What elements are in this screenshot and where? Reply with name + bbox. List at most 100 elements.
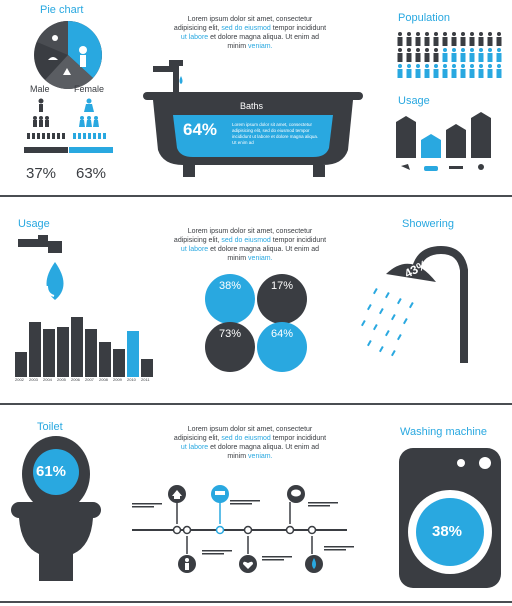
sink-icon <box>449 166 463 169</box>
washing-machine-percentage: 38% <box>432 523 463 540</box>
bathtub-illustration <box>143 60 363 177</box>
bath-icon <box>424 166 438 171</box>
bulb-icon <box>478 164 484 170</box>
year-label: 2005 <box>57 377 66 382</box>
person-icon <box>460 32 466 46</box>
water-drop-icon <box>46 262 64 300</box>
person-icon <box>397 32 403 46</box>
stat-circle-4: 64% <box>257 322 307 372</box>
washing-machine-illustration <box>399 448 501 588</box>
baths-label: Baths <box>240 101 264 111</box>
person-icon <box>397 64 403 78</box>
person-icon <box>478 48 484 62</box>
year-label: 2003 <box>29 377 38 382</box>
timeline-diagram <box>132 485 354 573</box>
person-icon <box>451 48 457 62</box>
person-icon <box>415 48 421 62</box>
bar-2011 <box>141 359 153 377</box>
bar-2009 <box>113 349 125 377</box>
section-divider-3 <box>0 601 512 603</box>
water-drop-icon <box>179 76 183 84</box>
pie-chart <box>34 21 102 89</box>
usage-title-top: Usage <box>398 95 430 107</box>
washing-machine-title: Washing machine <box>400 426 488 438</box>
year-label: 2008 <box>99 377 108 382</box>
stat-circles: 38% 17% 73% 64% <box>205 274 315 384</box>
year-label: 2002 <box>15 377 24 382</box>
person-icon <box>442 48 448 62</box>
person-icon <box>433 32 439 46</box>
male-percentage: 37% <box>26 165 57 182</box>
person-icon <box>406 48 412 62</box>
person-icon <box>451 64 457 78</box>
person-icon <box>469 64 475 78</box>
person-icon <box>442 64 448 78</box>
usage-title-middle: Usage <box>18 218 50 230</box>
year-label: 2009 <box>113 377 122 382</box>
year-label: 2007 <box>85 377 94 382</box>
faucet-icon <box>18 235 62 253</box>
person-icon <box>406 32 412 46</box>
female-label: Female <box>74 84 105 94</box>
person-icon <box>415 32 421 46</box>
person-icon <box>469 48 475 62</box>
showering-title: Showering <box>402 218 454 230</box>
person-icon <box>397 48 403 62</box>
female-people-pyramid <box>69 98 113 153</box>
bar-2008 <box>99 342 111 377</box>
baths-percentage: 64% <box>183 120 218 139</box>
bar-2006 <box>71 317 83 377</box>
person-icon <box>460 48 466 62</box>
person-icon <box>442 32 448 46</box>
toilet-title: Toilet <box>37 421 63 433</box>
baths-lorem-text: Lorem ipsum dolor sit amet, consectetur … <box>232 122 319 145</box>
person-icon <box>478 64 484 78</box>
person-icon <box>487 48 493 62</box>
person-icon <box>487 64 493 78</box>
person-icon <box>424 64 430 78</box>
shower-icon <box>401 164 410 170</box>
pie-chart-title: Pie chart <box>40 4 84 16</box>
person-icon <box>496 48 502 62</box>
person-icon <box>406 64 412 78</box>
bar-2003 <box>29 322 41 377</box>
population-icon-grid <box>397 32 502 78</box>
person-icon <box>415 64 421 78</box>
person-icon <box>424 48 430 62</box>
stat-circle-1: 38% <box>205 274 255 324</box>
person-icon <box>478 32 484 46</box>
year-label: 2011 <box>141 377 150 382</box>
shower-head-illustration <box>361 245 468 363</box>
person-icon <box>496 32 502 46</box>
lorem-text-bottom: Lorem ipsum dolor sit amet, consectetur … <box>173 426 327 460</box>
usage-bar-chart <box>15 317 153 377</box>
person-icon <box>487 32 493 46</box>
section-divider-1 <box>0 195 512 197</box>
person-icon <box>451 32 457 46</box>
bar-2007 <box>85 329 97 377</box>
person-icon <box>469 32 475 46</box>
lorem-text-top: Lorem ipsum dolor sit amet, consectetur … <box>173 16 327 50</box>
toilet-illustration <box>11 436 101 581</box>
bar-2010 <box>127 331 139 377</box>
person-icon <box>424 32 430 46</box>
female-percentage: 63% <box>76 165 107 182</box>
population-title: Population <box>398 12 450 24</box>
year-label: 2006 <box>71 377 80 382</box>
male-label: Male <box>30 84 50 94</box>
person-icon <box>460 64 466 78</box>
person-icon <box>433 48 439 62</box>
year-label: 2010 <box>127 377 136 382</box>
person-icon <box>496 64 502 78</box>
bar-2004 <box>43 329 55 377</box>
person-icon <box>433 64 439 78</box>
bar-2002 <box>15 352 27 377</box>
usage-house-bars <box>396 112 491 171</box>
stat-circle-3: 73% <box>205 322 255 372</box>
male-people-pyramid <box>24 98 68 153</box>
lorem-text-middle: Lorem ipsum dolor sit amet, consectetur … <box>173 228 327 262</box>
bar-2005 <box>57 327 69 377</box>
stat-circle-2: 17% <box>257 274 307 324</box>
toilet-percentage: 61% <box>36 463 67 480</box>
